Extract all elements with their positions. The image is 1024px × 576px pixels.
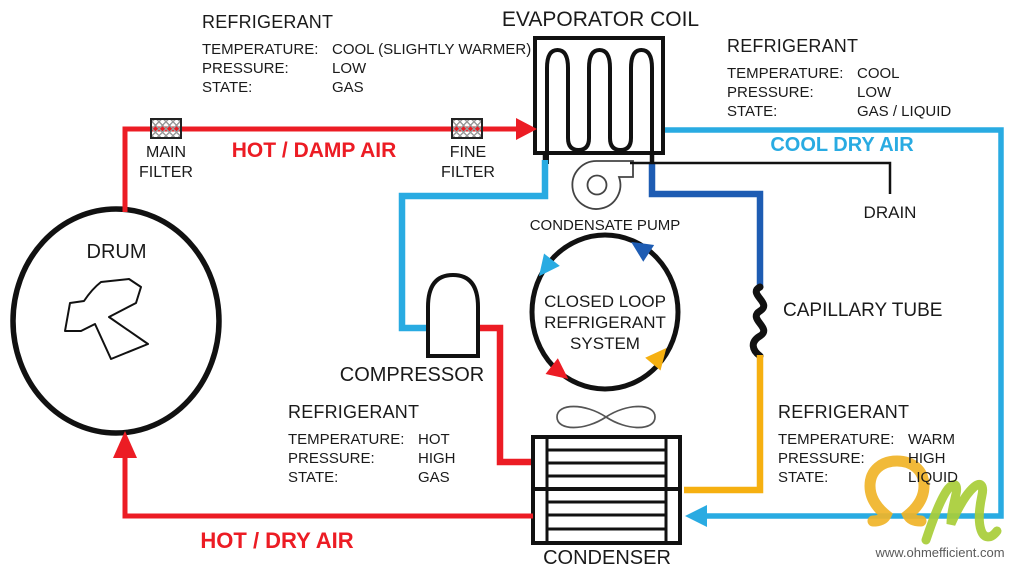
refrigerant-info-compressor: REFRIGERANT TEMPERATURE: HOT PRESSURE: HIG…	[288, 402, 456, 487]
info-label: TEMPERATURE:	[288, 431, 405, 448]
info-label: TEMPERATURE:	[202, 41, 319, 58]
hot-damp-air-label: HOT / DAMP AIR	[231, 139, 397, 162]
closed-loop-circle	[529, 232, 681, 392]
condensate-pump-label: CONDENSATE PUMP	[529, 217, 681, 234]
info-label: PRESSURE:	[727, 84, 814, 101]
drum-label: DRUM	[86, 241, 147, 263]
info-label: PRESSURE:	[202, 60, 289, 77]
capillary-tube-squiggle	[749, 283, 768, 360]
refrigerant-info-evaporator: REFRIGERANT TEMPERATURE: COOL PRESSURE: LO…	[727, 36, 951, 121]
condenser-fins	[547, 448, 666, 531]
loop-arrow-blue	[631, 241, 655, 262]
info-label: STATE:	[727, 103, 778, 120]
info-label: PRESSURE:	[288, 450, 375, 467]
logo-omega	[864, 455, 930, 527]
info-label: TEMPERATURE:	[778, 431, 895, 448]
fan-icon	[556, 405, 656, 429]
fine-filter-icon	[451, 118, 483, 139]
liquid-line-condenser-to-capillary	[684, 355, 764, 494]
info-label: STATE:	[288, 469, 339, 486]
refrigerant-info-after-evaporator: REFRIGERANT TEMPERATURE: COOL (SLIGHTLY W…	[202, 12, 531, 97]
info-value: COOL (SLIGHTLY WARMER)	[332, 41, 532, 58]
info-value: GAS	[418, 469, 450, 486]
info-heading: REFRIGERANT	[202, 12, 334, 32]
website-watermark: www.ohmefficient.com	[875, 545, 1005, 560]
drain-line	[630, 161, 892, 194]
arrow-into-drum	[113, 431, 137, 458]
info-value: GAS / LIQUID	[857, 103, 952, 120]
info-value: LOW	[332, 60, 367, 77]
closed-loop-label: CLOSED LOOP REFRIGERANT SYSTEM	[544, 292, 666, 353]
compressor-label: COMPRESSOR	[339, 364, 485, 386]
capillary-tube-label: CAPILLARY TUBE	[783, 300, 943, 321]
evaporator-box	[533, 36, 665, 155]
info-heading: REFRIGERANT	[778, 402, 910, 422]
evaporator-coil-tube	[545, 47, 654, 164]
cool-dry-air-label: COOL DRY AIR	[770, 134, 914, 156]
refrigerant-info-condenser: REFRIGERANT TEMPERATURE: WARM PRESSURE: HI…	[778, 402, 958, 487]
info-label: STATE:	[778, 469, 829, 486]
main-filter-label: MAIN FILTER	[139, 144, 193, 181]
info-value: LOW	[857, 84, 892, 101]
drain-label: DRAIN	[863, 203, 917, 222]
info-value: WARM	[908, 431, 955, 448]
evaporator-title: EVAPORATOR COIL	[501, 8, 700, 31]
garment-icon	[64, 278, 149, 360]
info-label: STATE:	[202, 79, 253, 96]
main-filter-icon	[150, 118, 182, 139]
info-value: LIQUID	[908, 469, 959, 486]
info-label: PRESSURE:	[778, 450, 865, 467]
suction-line-evaporator-to-compressor	[398, 160, 549, 332]
logo-m	[921, 479, 1002, 545]
info-value: HIGH	[418, 450, 456, 467]
loop-arrow-red	[545, 358, 569, 380]
discharge-line-compressor-to-condenser	[477, 324, 531, 466]
hot-dry-air-label: HOT / DRY AIR	[200, 528, 354, 553]
loop-arrow-yellow	[645, 348, 667, 371]
condenser-label: CONDENSER	[543, 547, 671, 569]
compressor-dome	[426, 272, 480, 358]
hot-dry-air-line	[122, 454, 533, 519]
arrow-into-evaporator	[516, 118, 537, 140]
info-value: GAS	[332, 79, 364, 96]
ohm-logo	[864, 455, 1002, 545]
info-value: COOL	[857, 65, 900, 82]
fine-filter-label: FINE FILTER	[441, 144, 495, 181]
info-label: TEMPERATURE:	[727, 65, 844, 82]
hot-damp-air-line	[122, 126, 520, 212]
info-value: HOT	[418, 431, 450, 448]
arrow-into-condenser	[685, 505, 707, 527]
info-heading: REFRIGERANT	[288, 402, 420, 422]
liquid-line-to-capillary	[648, 162, 764, 288]
condensate-pump-hub	[586, 174, 608, 196]
cool-dry-air-line	[665, 127, 1004, 519]
loop-arrow-cyan	[538, 253, 560, 277]
info-heading: REFRIGERANT	[727, 36, 859, 56]
info-value: HIGH	[908, 450, 946, 467]
